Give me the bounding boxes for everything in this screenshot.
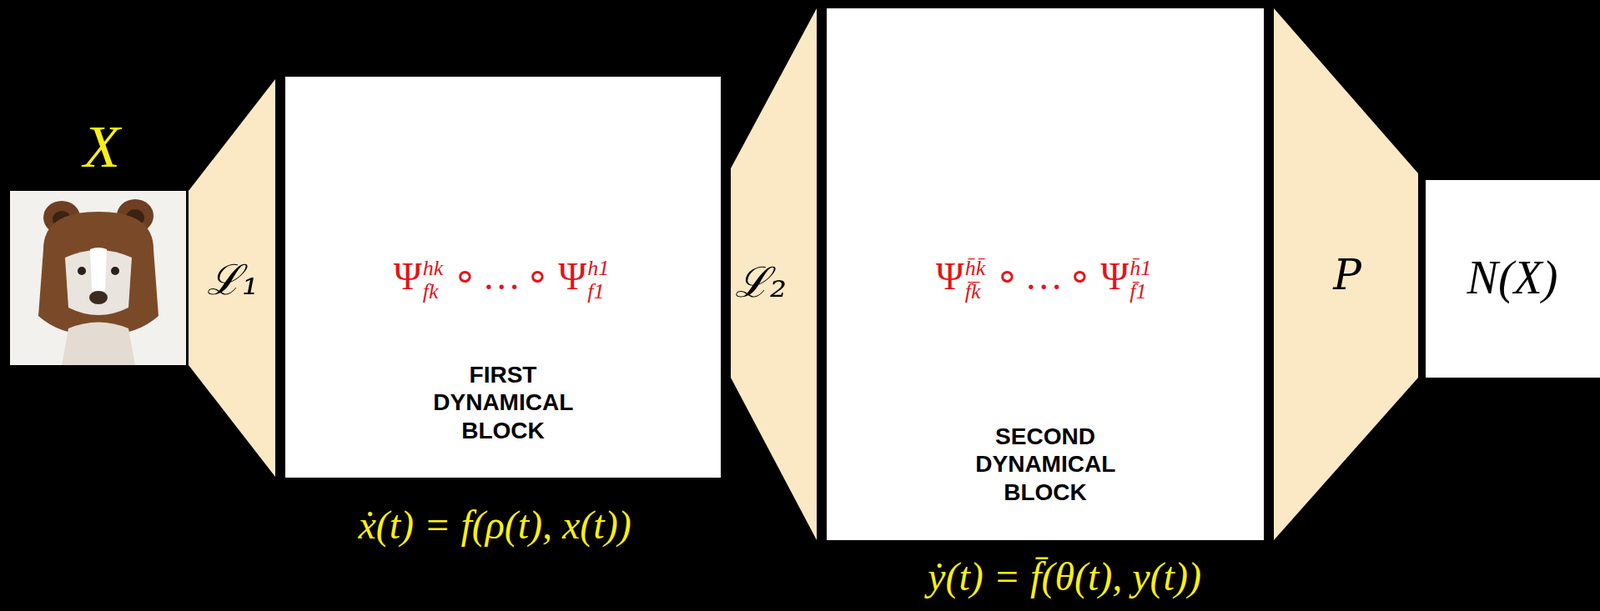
output-label: N(X) (1467, 252, 1559, 305)
block-title: FIRST DYNAMICAL BLOCK (432, 361, 573, 446)
dog-blaze (90, 247, 107, 292)
dog-nose (89, 291, 108, 305)
superscript: h̄1 (1129, 256, 1152, 282)
superscript: h̄k̄ (965, 256, 987, 282)
linear-layer: ℒ₂ (730, 8, 817, 541)
subscript: fk (422, 280, 444, 305)
index-stack: f̄k̄h̄k̄ (965, 256, 987, 305)
superscript: h1 (587, 256, 609, 282)
composition-dots: ∘…∘ (995, 255, 1097, 298)
block-title: SECOND DYNAMICAL BLOCK (975, 422, 1115, 508)
layer-label: ℒ₂ (734, 260, 787, 307)
subscript: f̄k̄ (965, 280, 987, 305)
layer-label: P (1333, 252, 1362, 299)
ode-equation: ẏ(t) = f̄(θ(t), y(t)) (927, 553, 1202, 600)
index-stack: fkhk (422, 256, 444, 305)
output-box: N(X) (1425, 180, 1600, 378)
linear-layer: ℒ₁ (188, 79, 276, 478)
index-stack: f̄1h̄1 (1129, 256, 1152, 305)
psi-symbol: Ψ (1100, 255, 1129, 298)
dog-photo (10, 191, 187, 366)
flow-composition: Ψfkhk∘…∘Ψf1h1 (393, 256, 613, 305)
index-stack: f1h1 (587, 256, 609, 305)
dog-eye (77, 266, 86, 276)
dynamical-block: Ψfkhk∘…∘Ψf1h1FIRST DYNAMICAL BLOCK (285, 76, 721, 478)
psi-symbol: Ψ (393, 255, 423, 298)
trapezoid-fill (188, 79, 276, 478)
psi-symbol: Ψ (558, 255, 587, 298)
composition-dots: ∘…∘ (452, 255, 555, 298)
projection-layer: P (1273, 8, 1419, 541)
subscript: f̄1 (1129, 280, 1152, 305)
trapezoid-fill (730, 8, 817, 541)
dog-chest (61, 322, 136, 367)
layer-label: ℒ₁ (206, 257, 259, 304)
dynamical-block: Ψf̄k̄h̄k̄∘…∘Ψf̄1h̄1SECOND DYNAMICAL BLOC… (826, 8, 1264, 541)
trapezoid-fill (1273, 8, 1419, 541)
superscript: hk (422, 256, 444, 282)
dog-eye (110, 266, 120, 276)
subscript: f1 (587, 280, 609, 305)
psi-symbol: Ψ (935, 255, 965, 298)
photo-ground (10, 191, 187, 366)
input-label: X (83, 114, 121, 181)
bear-hood (38, 211, 159, 335)
flow-composition: Ψf̄k̄h̄k̄∘…∘Ψf̄1h̄1 (935, 256, 1155, 305)
ode-equation: ẋ(t) = f(ρ(t), x(t)) (357, 502, 631, 549)
